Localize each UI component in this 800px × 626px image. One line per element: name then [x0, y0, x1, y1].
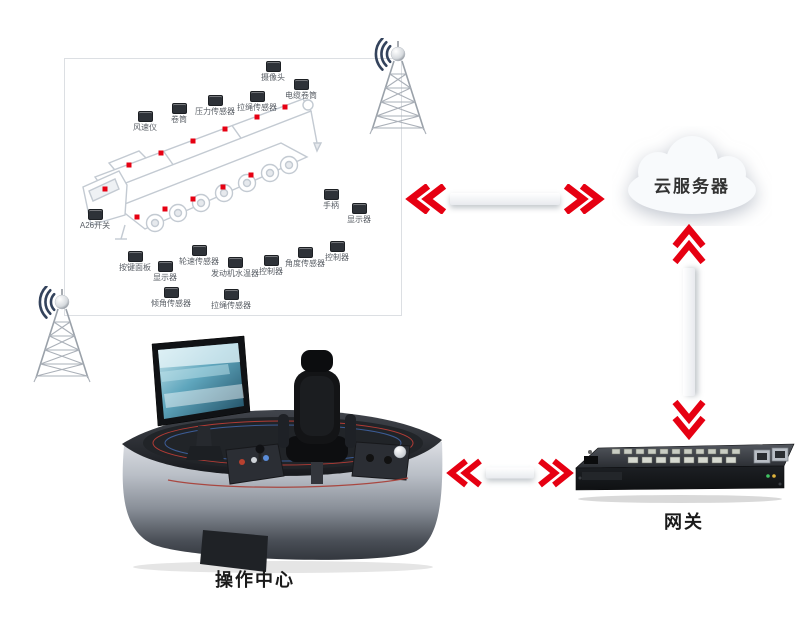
wifi-signal-icon — [38, 286, 56, 319]
sensor-device-icon — [87, 209, 103, 220]
sensor-label: 手柄 — [323, 201, 339, 210]
sensor-position-marker — [158, 150, 164, 156]
sensor-device-icon — [265, 61, 281, 72]
sensor-item: 卷筒 — [151, 103, 207, 124]
sensor-item: 发动机水温器 — [207, 257, 263, 278]
sensor-device-icon — [323, 189, 339, 200]
sensor-position-marker — [126, 162, 132, 168]
sensor-item: 控制器 — [243, 255, 299, 276]
cloud-server: 云服务器 — [612, 126, 772, 226]
sensor-device-icon — [207, 95, 223, 106]
sensor-label: 压力传感器 — [195, 107, 235, 116]
sensor-item: 按键面板 — [107, 251, 163, 272]
console-label: 操作中心 — [215, 570, 295, 590]
arrow-cloud-gateway — [672, 223, 706, 441]
sensor-label: 电缆卷筒 — [285, 91, 317, 100]
sensor-label: 风速仪 — [133, 123, 157, 132]
sensor-item: 风速仪 — [117, 111, 173, 132]
sensor-label: 控制器 — [325, 253, 349, 262]
sensor-item: 倾角传感器 — [143, 287, 199, 308]
sensor-position-marker — [248, 172, 254, 178]
sensor-item: 显示器 — [331, 203, 387, 224]
sensor-device-icon — [171, 103, 187, 114]
sensor-item: 摄像头 — [245, 61, 301, 82]
sensor-label: 拉绳传感器 — [237, 103, 277, 112]
sensor-item: 显示器 — [137, 261, 193, 282]
console-illustration — [122, 335, 443, 573]
sensor-device-icon — [137, 111, 153, 122]
sensor-label: 控制器 — [259, 267, 283, 276]
sensor-item: 轮速传感器 — [171, 245, 227, 266]
sensor-position-marker — [190, 196, 196, 202]
sensor-position-marker — [134, 214, 140, 220]
sensor-position-marker — [220, 184, 226, 190]
sensor-device-icon — [191, 245, 207, 256]
crane-illustration — [82, 98, 323, 240]
sensor-item: 手柄 — [303, 189, 359, 210]
sensor-label: 显示器 — [347, 215, 371, 224]
sensor-device-icon — [163, 287, 179, 298]
sensor-device-icon — [351, 203, 367, 214]
tower-antenna-ball — [54, 294, 70, 310]
sensor-item: 角度传感器 — [277, 247, 333, 268]
sensor-item: 拉绳传感器 — [203, 289, 259, 310]
sensor-label: 摄像头 — [261, 73, 285, 82]
console-left-panel — [225, 443, 285, 485]
sensor-device-icon — [249, 91, 265, 102]
sensor-device-icon — [223, 289, 239, 300]
sensor-device-icon — [293, 79, 309, 90]
console-monitor — [151, 335, 251, 460]
sensor-position-marker — [222, 126, 228, 132]
sensor-item: 拉绳传感器 — [229, 91, 285, 112]
sensor-label: 按键面板 — [119, 263, 151, 272]
sensor-label: 角度传感器 — [285, 259, 325, 268]
sensor-device-icon — [227, 257, 243, 268]
cloud-server-label: 云服务器 — [654, 177, 730, 196]
sensor-label: 倾角传感器 — [151, 299, 191, 308]
sensor-label: 显示器 — [153, 273, 177, 282]
sensor-label: 轮速传感器 — [179, 257, 219, 266]
console-right-panel — [351, 441, 411, 481]
crane-marker-layer — [65, 59, 401, 315]
sensor-device-icon — [329, 241, 345, 252]
sensor-label: 发动机水温器 — [211, 269, 259, 278]
sensor-label: 卷筒 — [171, 115, 187, 124]
ethernet-ports — [753, 447, 789, 464]
sensor-item: 电缆卷筒 — [273, 79, 329, 100]
sensor-device-icon — [127, 251, 143, 262]
sensor-label: 拉绳传感器 — [211, 301, 251, 310]
console-seat — [278, 350, 356, 484]
sensor-device-icon — [157, 261, 173, 272]
gateway-label: 网关 — [664, 512, 704, 532]
sensor-label: A26开关 — [79, 221, 111, 230]
wifi-signal-icon — [374, 38, 392, 71]
sensor-device-icon — [297, 247, 313, 258]
sensor-position-marker — [162, 206, 168, 212]
sensor-device-icon — [263, 255, 279, 266]
sensor-item: 压力传感器 — [187, 95, 243, 116]
arrow-console-gateway — [446, 458, 574, 488]
arrow-crane-cloud — [405, 184, 605, 214]
gateway-device — [575, 443, 795, 503]
sensor-item: 控制器 — [309, 241, 365, 262]
sensor-item: A26开关 — [67, 209, 123, 230]
sensor-position-marker — [282, 104, 288, 110]
cloud-icon — [628, 136, 756, 214]
sensor-position-marker — [254, 114, 260, 120]
radio-tower-top — [369, 38, 427, 135]
tower-antenna-ball — [390, 46, 406, 62]
sensor-position-marker — [190, 138, 196, 144]
radio-tower-bottom — [33, 286, 91, 383]
sensor-position-marker — [102, 186, 108, 192]
